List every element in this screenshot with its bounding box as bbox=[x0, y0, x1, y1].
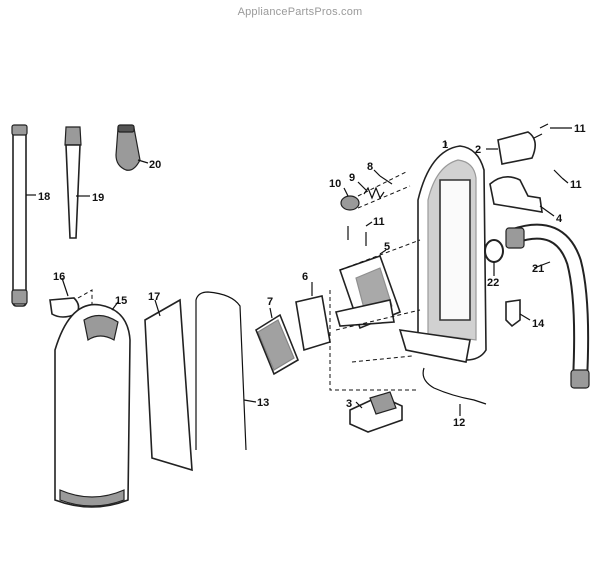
leader-dash-cap bbox=[357, 171, 411, 209]
part-8-pin bbox=[373, 169, 393, 185]
part-18-extension-wand bbox=[11, 124, 36, 307]
callout-22: 22 bbox=[487, 277, 499, 289]
part-11-screw-right bbox=[553, 169, 569, 184]
callout-13: 13 bbox=[257, 397, 269, 409]
callout-9: 9 bbox=[349, 172, 355, 184]
callout-1: 1 bbox=[442, 139, 448, 151]
part-5-filter-frame bbox=[334, 249, 402, 330]
part-10-cap bbox=[340, 187, 360, 211]
site-watermark: AppliancePartsPros.com bbox=[237, 6, 363, 18]
part-14-clip bbox=[505, 299, 531, 328]
callout-15: 15 bbox=[115, 295, 127, 307]
part-4-clamp-bracket bbox=[489, 176, 555, 217]
callout-11-top: 11 bbox=[574, 123, 586, 135]
callout-7: 7 bbox=[267, 296, 273, 308]
callout-3: 3 bbox=[346, 398, 352, 410]
part-3-bottom-latch bbox=[349, 391, 403, 433]
callout-16: 16 bbox=[53, 271, 65, 283]
callout-19: 19 bbox=[92, 192, 104, 204]
part-11-screws-center bbox=[347, 221, 373, 246]
callout-8: 8 bbox=[367, 161, 373, 173]
part-15-front-housing bbox=[54, 301, 131, 508]
callout-14: 14 bbox=[532, 318, 545, 330]
assembly-guide-lines bbox=[329, 239, 421, 391]
callout-11-center: 11 bbox=[373, 216, 385, 228]
part-7-hepa-cartridge bbox=[255, 307, 299, 376]
callout-20: 20 bbox=[149, 159, 161, 171]
part-1-main-body bbox=[398, 142, 487, 363]
part-6-filter-pad bbox=[295, 282, 331, 352]
callout-11-right: 11 bbox=[570, 179, 582, 191]
callout-17: 17 bbox=[148, 291, 160, 303]
part-17-filter-bag bbox=[144, 298, 193, 472]
callout-21: 21 bbox=[532, 263, 544, 275]
part-20-dusting-brush bbox=[115, 124, 149, 171]
part-21-hose bbox=[505, 223, 590, 389]
part-2-handle-bracket bbox=[486, 131, 536, 165]
part-12-wire bbox=[422, 367, 487, 416]
callout-18: 18 bbox=[38, 191, 50, 203]
part-22-o-ring bbox=[484, 239, 504, 276]
callout-5: 5 bbox=[384, 241, 390, 253]
callout-2: 2 bbox=[475, 144, 481, 156]
part-19-crevice-tool bbox=[64, 126, 90, 239]
callout-6: 6 bbox=[302, 271, 308, 283]
part-9-spring bbox=[357, 181, 385, 200]
callout-4: 4 bbox=[556, 213, 563, 225]
callout-12: 12 bbox=[453, 417, 465, 429]
part-13-gasket-loop bbox=[195, 291, 257, 451]
callout-10: 10 bbox=[329, 178, 341, 190]
part-11-screws-top bbox=[533, 123, 572, 139]
